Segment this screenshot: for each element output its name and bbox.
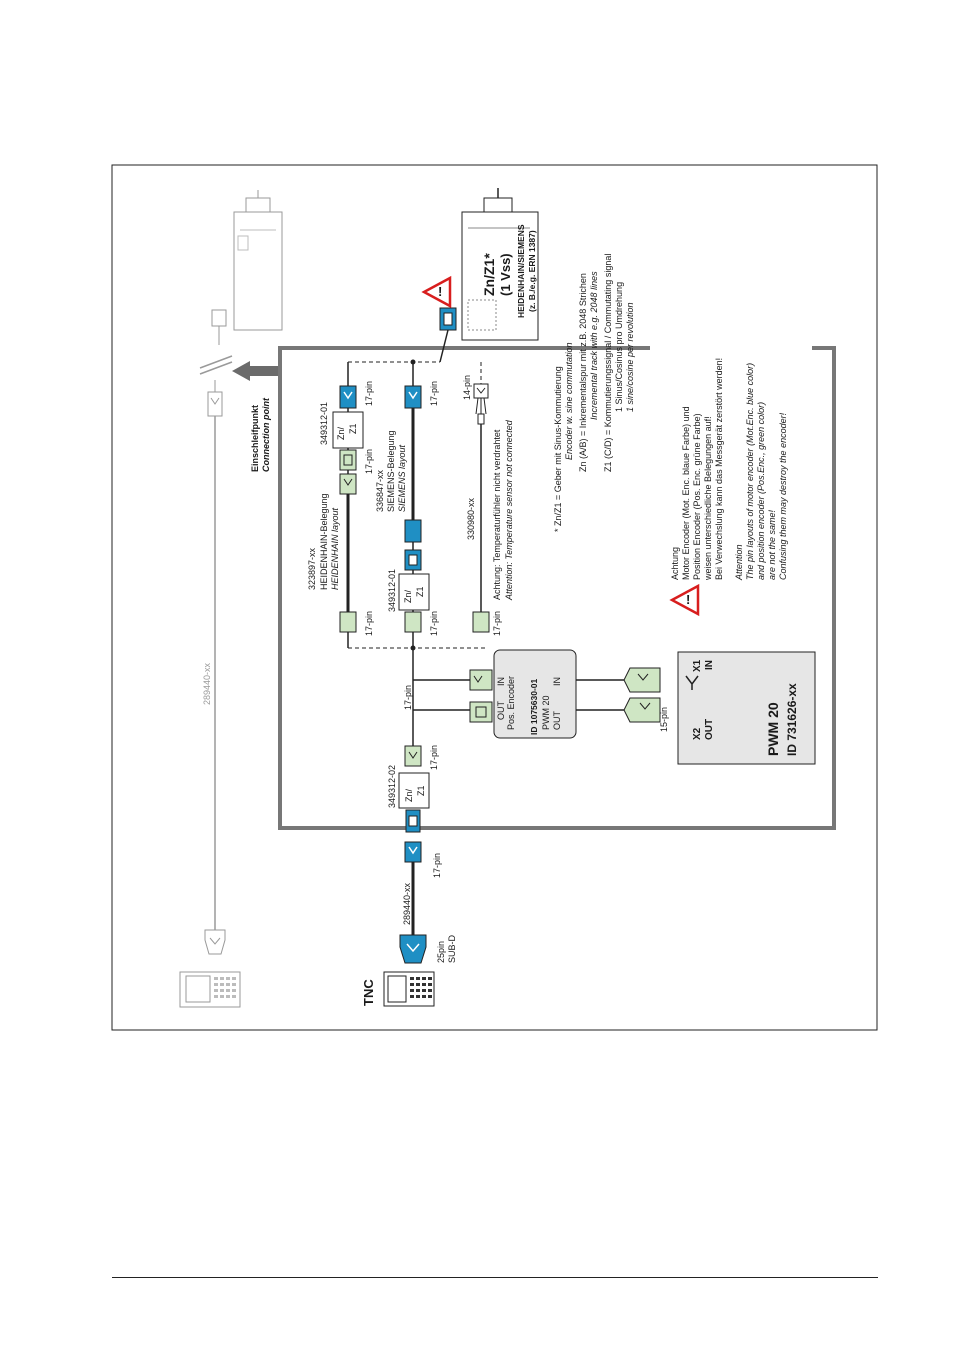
pos-encoder-box — [469, 649, 577, 739]
grey-tnc-unit — [179, 971, 241, 1008]
tnc-label: TNC — [361, 979, 376, 1006]
temp-note-en: Attention: Temperature sensor not connec… — [504, 419, 514, 601]
pwm20-unit — [677, 651, 816, 765]
pwm-x2-out-label: OUT — [704, 719, 715, 740]
adapter-02-zn: Zn/ — [404, 788, 414, 802]
motor-encoder — [439, 188, 539, 363]
warning-de-line-4: weisen unterschiedliche Belegungen auf! — [703, 416, 713, 581]
pin17-label-b-top: 17-pin — [429, 381, 439, 406]
svg-text:!: ! — [438, 284, 442, 299]
warning-en-line-2: The pin layouts of motor encoder (Mot.En… — [745, 363, 755, 580]
pwm-title: PWM 20 — [765, 702, 781, 756]
warning-icon-motor: ! — [421, 275, 452, 309]
grey-motor — [211, 190, 283, 345]
heidenhain-layout-de: HEIDENHAIN-Belegung — [319, 493, 329, 590]
warning-de-line-1: Achtung — [670, 547, 680, 580]
footnote-line-3: Zn (A/B) = Inkrementalspur mit z.B. 2048… — [578, 273, 588, 472]
adapter-02-z1: Z1 — [416, 785, 426, 796]
pwm-x2-label: X2 — [692, 727, 703, 740]
siemens-layout-de: SIEMENS-Belegung — [386, 430, 396, 512]
footnote-line-1: * Zn/Z1 = Geber mit Sinus-Kommutierung — [553, 366, 563, 532]
adapter-01-label-b: 349312-01 — [387, 569, 397, 612]
connection-point-label-en: Connection point — [261, 397, 271, 472]
posenc-in-label: IN — [496, 677, 506, 686]
posenc-out-label: OUT — [496, 701, 506, 721]
warning-de-line-3: Position Encoder (Pos. Enc. grüne Farbe) — [692, 413, 702, 580]
adapter-349312-02 — [398, 745, 430, 833]
cable-330980-assembly — [472, 362, 490, 633]
heidenhain-cable-label: 323897-xx — [307, 547, 317, 590]
warning-de-line-2: Motor Encoder (Mot. Enc. blaue Farbe) un… — [681, 406, 691, 580]
adapter-01-b-zn: Zn/ — [403, 589, 413, 603]
pin17-label-b-bot: 17-pin — [429, 611, 439, 636]
diagram-frame — [111, 164, 878, 1031]
motor-id-label: Zn/Z1* — [481, 253, 497, 296]
heidenhain-layout-en: HEIDENHAIN layout — [330, 507, 340, 590]
warning-de-line-5: Bei Verwechslung kann das Messgerät zers… — [714, 358, 724, 580]
motor-signal-label: (1 Vss) — [498, 253, 513, 296]
pin17-label-adapter02: 17-pin — [429, 745, 439, 770]
footer-rule — [112, 1277, 878, 1278]
warning-en-line-1: Attention — [734, 544, 744, 581]
footnote-line-6: 1 Sinus/Cosinus pro Umdrehung — [614, 282, 624, 412]
grey-connector-top — [207, 380, 223, 417]
pwm-x1-in-label: IN — [704, 660, 715, 670]
connection-point-arrow — [232, 361, 280, 381]
grey-subd-connector — [204, 929, 226, 955]
subd-connector — [399, 934, 427, 964]
tnc-unit — [383, 971, 435, 1007]
cable-289440-label: 289440-xx — [402, 882, 412, 925]
posenc-name2: PWM 20 — [541, 695, 551, 730]
pwm-plug-x2 — [623, 697, 661, 723]
adapter-01-a-z1: Z1 — [348, 423, 358, 434]
posenc-name1: Pos. Encoder — [506, 676, 516, 730]
footnote-line-2: Encoder w. sine commutation — [564, 342, 574, 460]
cable-330980-label: 330980-xx — [466, 497, 476, 540]
pin17-label-posenc: 17-pin — [403, 685, 413, 710]
pin17-label-a-bot: 17-pin — [364, 611, 374, 636]
pin17-label-a-mid: 17-pin — [364, 449, 374, 474]
warning-en-line-5: Confusing them may destroy the encoder! — [778, 412, 788, 580]
adapter-01-b-z1: Z1 — [415, 586, 425, 597]
siemens-layout-en: SIEMENS layout — [397, 444, 407, 512]
motor-brand-label: HEIDENHAIN/SIEMENS — [516, 224, 526, 318]
pwm-x1-label: X1 — [692, 659, 703, 672]
connection-point-label-de: Einschleifpunkt — [250, 405, 260, 472]
subd-pins-label: 25pin — [436, 941, 446, 963]
siemens-cable-assembly — [398, 362, 430, 648]
motor-example-label: (z. B./e.g. ERN 1387) — [527, 230, 537, 312]
subd-type-label: SUB-D — [447, 934, 457, 963]
temp-note-de: Achtung: Temperaturfühler nicht verdraht… — [492, 429, 502, 600]
warning-en-line-4: are not the same! — [767, 509, 777, 580]
posenc-id: ID 1075630-01 — [529, 678, 539, 735]
posenc-out-label2: OUT — [552, 711, 562, 731]
heidenhain-cable-assembly — [332, 362, 364, 648]
adapter-02-label: 349312-02 — [387, 765, 397, 808]
footnote-line-5: Z1 (C/D) = Kommutierungssignal / Commuta… — [603, 254, 613, 472]
footnote-line-4: Incremental track with e.g. 2048 lines — [589, 271, 599, 420]
warning-en-line-3: and position encoder (Pos.Enc., green co… — [756, 402, 766, 580]
pin17-label-a-top: 17-pin — [364, 381, 374, 406]
adapter-01-label-a: 349312-01 — [319, 402, 329, 445]
grey-cable-label: 289440-xx — [202, 662, 212, 705]
existing-system: 289440-xx — [179, 190, 283, 1008]
pin17-label-bottom: 17-pin — [432, 853, 442, 878]
pwm-plug-x1 — [623, 667, 661, 693]
svg-text:!: ! — [686, 592, 690, 607]
footnote-line-7: 1 sine/cosine per revolution — [625, 302, 635, 412]
posenc-in-label2: IN — [552, 677, 562, 686]
pin15-label: 15-pin — [659, 707, 669, 732]
pwm-id: ID 731626-xx — [785, 683, 799, 756]
warning-icon-main: ! — [669, 583, 700, 617]
pin14-label: 14-pin — [462, 375, 472, 400]
siemens-cable-label: 336847-xx — [375, 469, 385, 512]
pin17-label-c-bot: 17-pin — [492, 611, 502, 636]
adapter-01-a-zn: Zn/ — [336, 426, 346, 440]
plug-17pin-bottom — [404, 841, 422, 863]
